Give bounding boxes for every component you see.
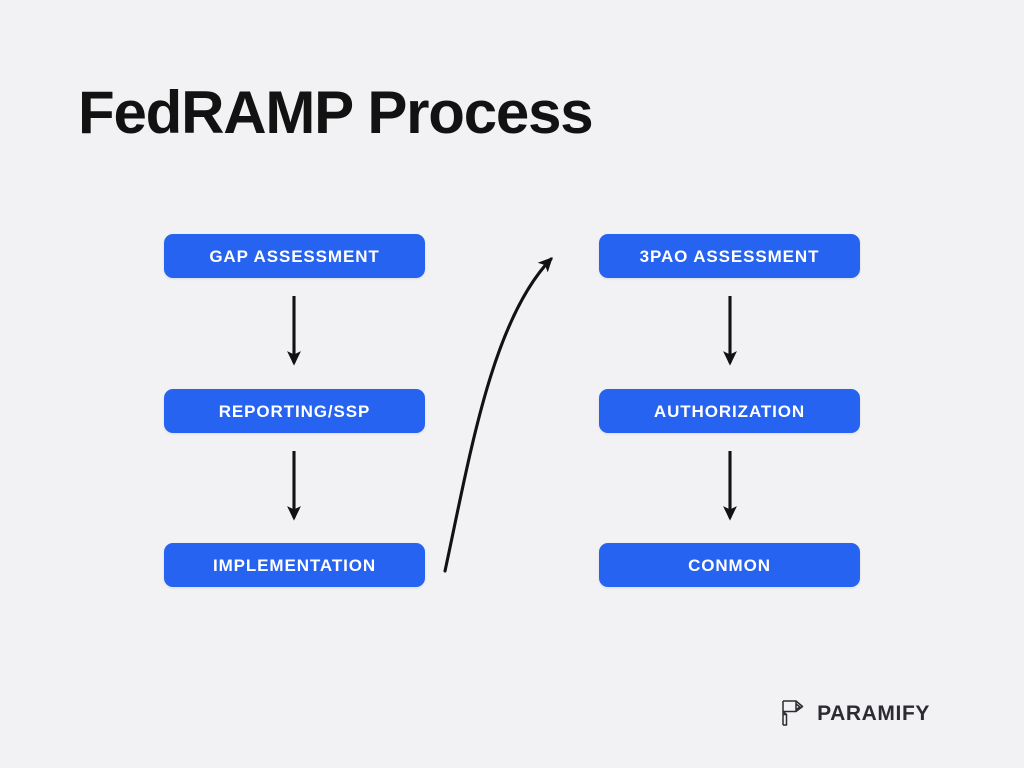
process-step-label: REPORTING/SSP xyxy=(218,401,371,421)
process-step-implementation[interactable]: IMPLEMENTATION xyxy=(164,543,425,587)
process-step-reporting-ssp[interactable]: REPORTING/SSP xyxy=(164,389,425,433)
process-step-label: IMPLEMENTATION xyxy=(212,555,377,575)
paramify-brand-name: PARAMIFY xyxy=(817,701,930,725)
process-step-label: AUTHORIZATION xyxy=(653,401,806,421)
process-step-conmon[interactable]: CONMON xyxy=(599,543,860,587)
process-step-label: GAP ASSESSMENT xyxy=(209,246,380,266)
page-title: FedRAMP Process xyxy=(78,79,594,146)
paramify-logo-icon xyxy=(782,700,804,726)
process-step-label: 3PAO ASSESSMENT xyxy=(639,246,820,266)
process-step-gap-assessment[interactable]: GAP ASSESSMENT xyxy=(164,234,425,278)
process-step-3pao-assessment[interactable]: 3PAO ASSESSMENT xyxy=(599,234,860,278)
process-step-label: CONMON xyxy=(688,555,771,575)
paramify-brand-logo: PARAMIFY xyxy=(780,698,930,728)
process-step-authorization[interactable]: AUTHORIZATION xyxy=(599,389,860,433)
connector-implementation-to-3pao xyxy=(443,257,553,573)
